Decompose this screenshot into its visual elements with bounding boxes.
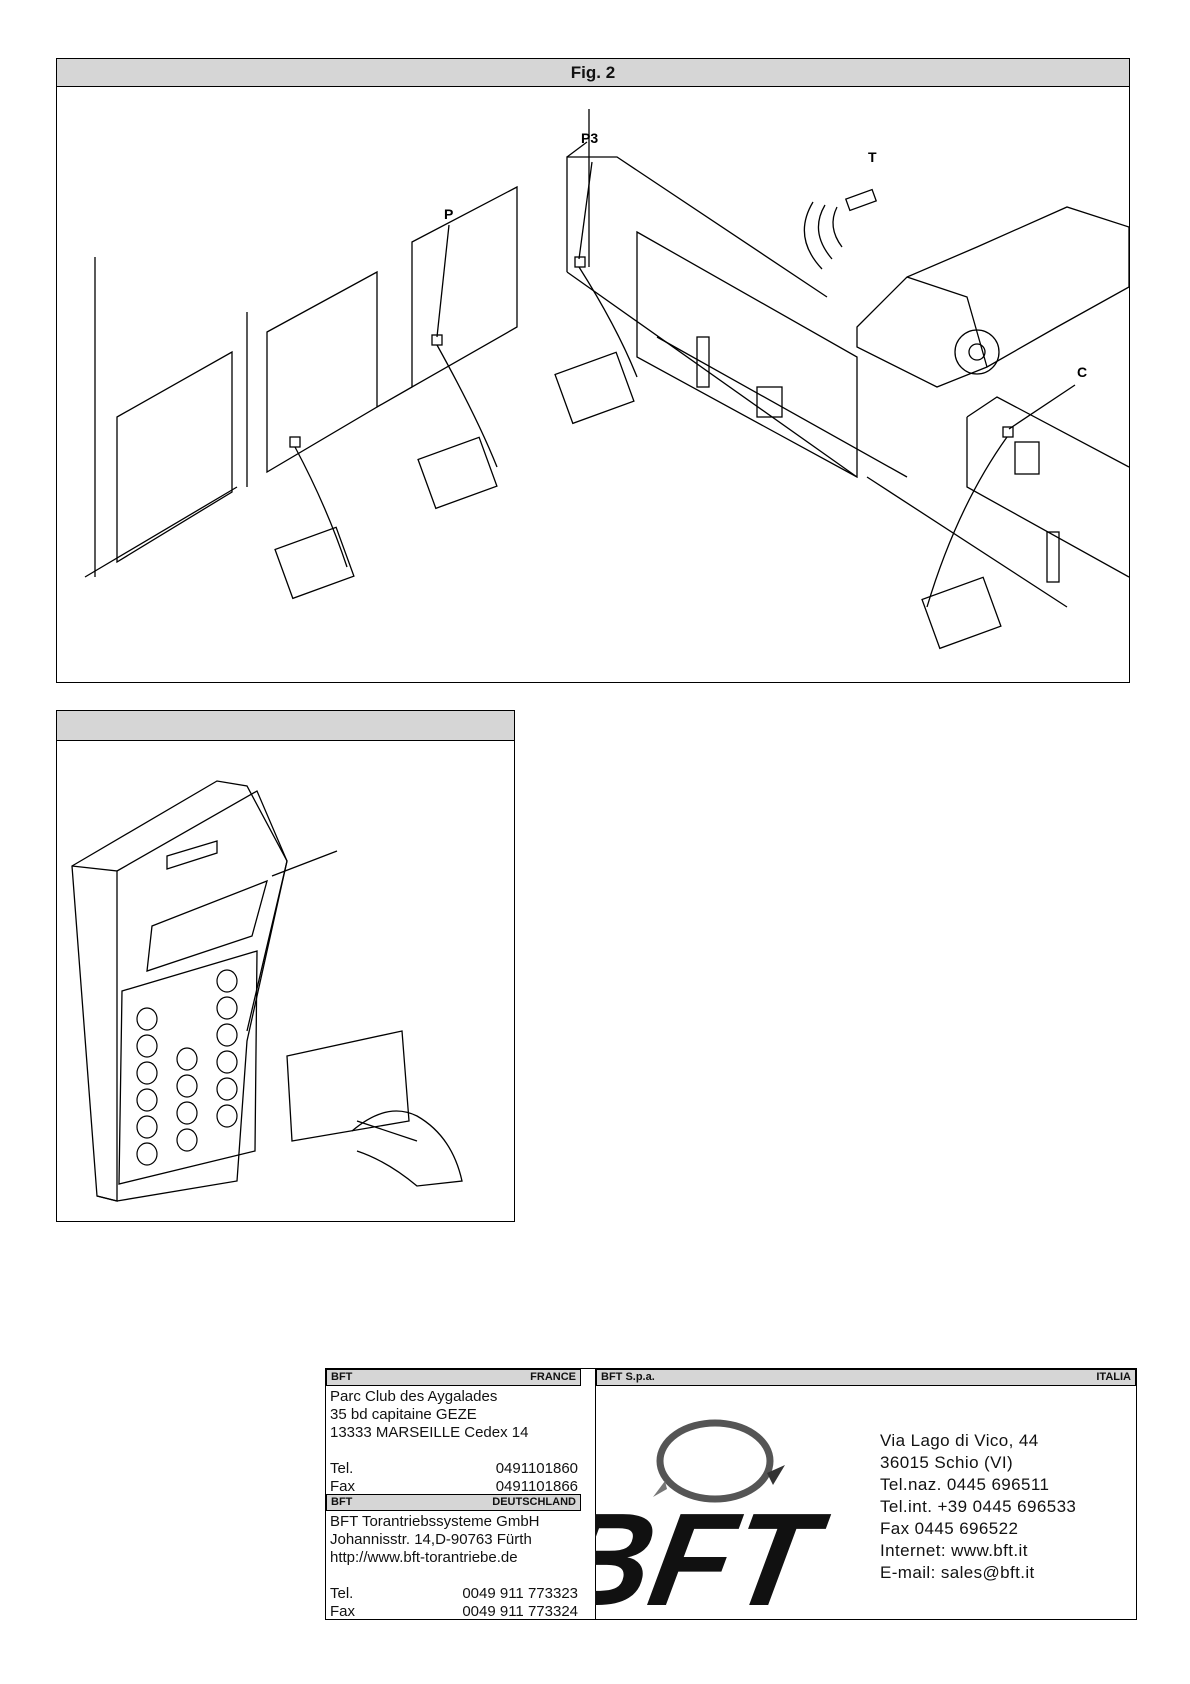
germany-fax: 0049 911 773324 xyxy=(462,1603,578,1620)
italy-divider xyxy=(595,1368,596,1620)
keypad-figure-panel xyxy=(56,710,515,1222)
figure-2-title: Fig. 2 xyxy=(57,59,1129,87)
france-tel: 0491101860 xyxy=(495,1460,578,1477)
germany-tel: 0049 911 773323 xyxy=(462,1585,578,1602)
france-company: BFT xyxy=(331,1371,353,1383)
france-header: BFT FRANCE xyxy=(326,1369,581,1386)
italy-address-line: Tel.naz. 0445 696511 xyxy=(880,1475,1050,1494)
germany-header: BFT DEUTSCHLAND xyxy=(326,1494,581,1511)
italy-country: ITALIA xyxy=(1096,1371,1131,1383)
italy-company: BFT S.p.a. xyxy=(601,1371,655,1383)
germany-tel-label: Tel. xyxy=(330,1585,354,1602)
italy-address-line: 36015 Schio (VI) xyxy=(880,1453,1014,1472)
label-t: T xyxy=(868,149,877,165)
germany-address-line: Johannisstr. 14,D-90763 Fürth xyxy=(330,1531,532,1548)
bft-logo-text: BFT xyxy=(595,1487,835,1615)
germany-address-line: http://www.bft-torantriebe.de xyxy=(330,1549,518,1566)
italy-address-line: Internet: www.bft.it xyxy=(880,1541,1028,1560)
italy-address-line: Tel.int. +39 0445 696533 xyxy=(880,1497,1077,1516)
italy-address: Via Lago di Vico, 44 36015 Schio (VI) Te… xyxy=(880,1430,1130,1584)
france-address-line: Parc Club des Aygalades xyxy=(330,1388,498,1405)
italy-address-line: Fax 0445 696522 xyxy=(880,1519,1019,1538)
germany-country: DEUTSCHLAND xyxy=(492,1496,576,1508)
france-fax: 0491101866 xyxy=(495,1478,578,1495)
france-tel-label: Tel. xyxy=(330,1460,354,1477)
germany-fax-label: Fax xyxy=(330,1603,356,1620)
installation-illustration: P3 P T C xyxy=(84,109,1129,650)
label-p3: P3 xyxy=(581,130,598,146)
figure-2-panel: Fig. 2 xyxy=(56,58,1130,683)
italy-address-line: Via Lago di Vico, 44 xyxy=(880,1431,1039,1450)
bft-logo: BFT xyxy=(595,1419,835,1615)
france-fax-label: Fax xyxy=(330,1478,356,1495)
germany-address-line: BFT Torantriebssysteme GmbH xyxy=(330,1513,540,1530)
label-c: C xyxy=(1077,364,1087,380)
label-p: P xyxy=(444,206,453,222)
italy-address-line: E-mail: sales@bft.it xyxy=(880,1563,1035,1582)
france-country: FRANCE xyxy=(530,1371,576,1383)
germany-company: BFT xyxy=(331,1496,353,1508)
france-address: Parc Club des Aygalades 35 bd capitaine … xyxy=(330,1388,578,1496)
keypad-illustration xyxy=(71,780,463,1202)
france-address-line: 13333 MARSEILLE Cedex 14 xyxy=(330,1424,529,1441)
keypad-figure-title xyxy=(57,711,514,741)
france-address-line: 35 bd capitaine GEZE xyxy=(330,1406,477,1423)
germany-address: BFT Torantriebssysteme GmbH Johannisstr.… xyxy=(330,1513,578,1621)
italy-header: BFT S.p.a. ITALIA xyxy=(596,1369,1136,1386)
